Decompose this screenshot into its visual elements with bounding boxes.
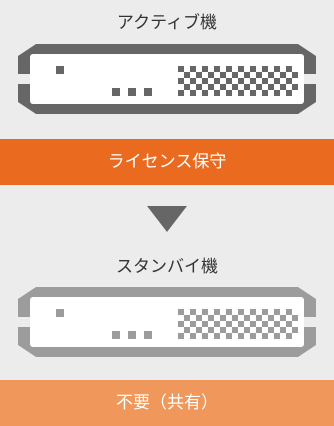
license-maintenance-text: ライセンス保守 [107, 152, 227, 172]
active-device-icon [18, 44, 316, 114]
license-maintenance-bar: ライセンス保守 [0, 139, 334, 185]
down-triangle-icon [147, 206, 187, 232]
standby-machine-label: スタンバイ機 [116, 257, 218, 277]
active-machine-label: アクティブ機 [116, 13, 218, 33]
license-not-required-text: 不要（共有） [116, 393, 218, 413]
standby-device-icon [18, 287, 316, 357]
license-not-required-bar: 不要（共有） [0, 380, 334, 426]
